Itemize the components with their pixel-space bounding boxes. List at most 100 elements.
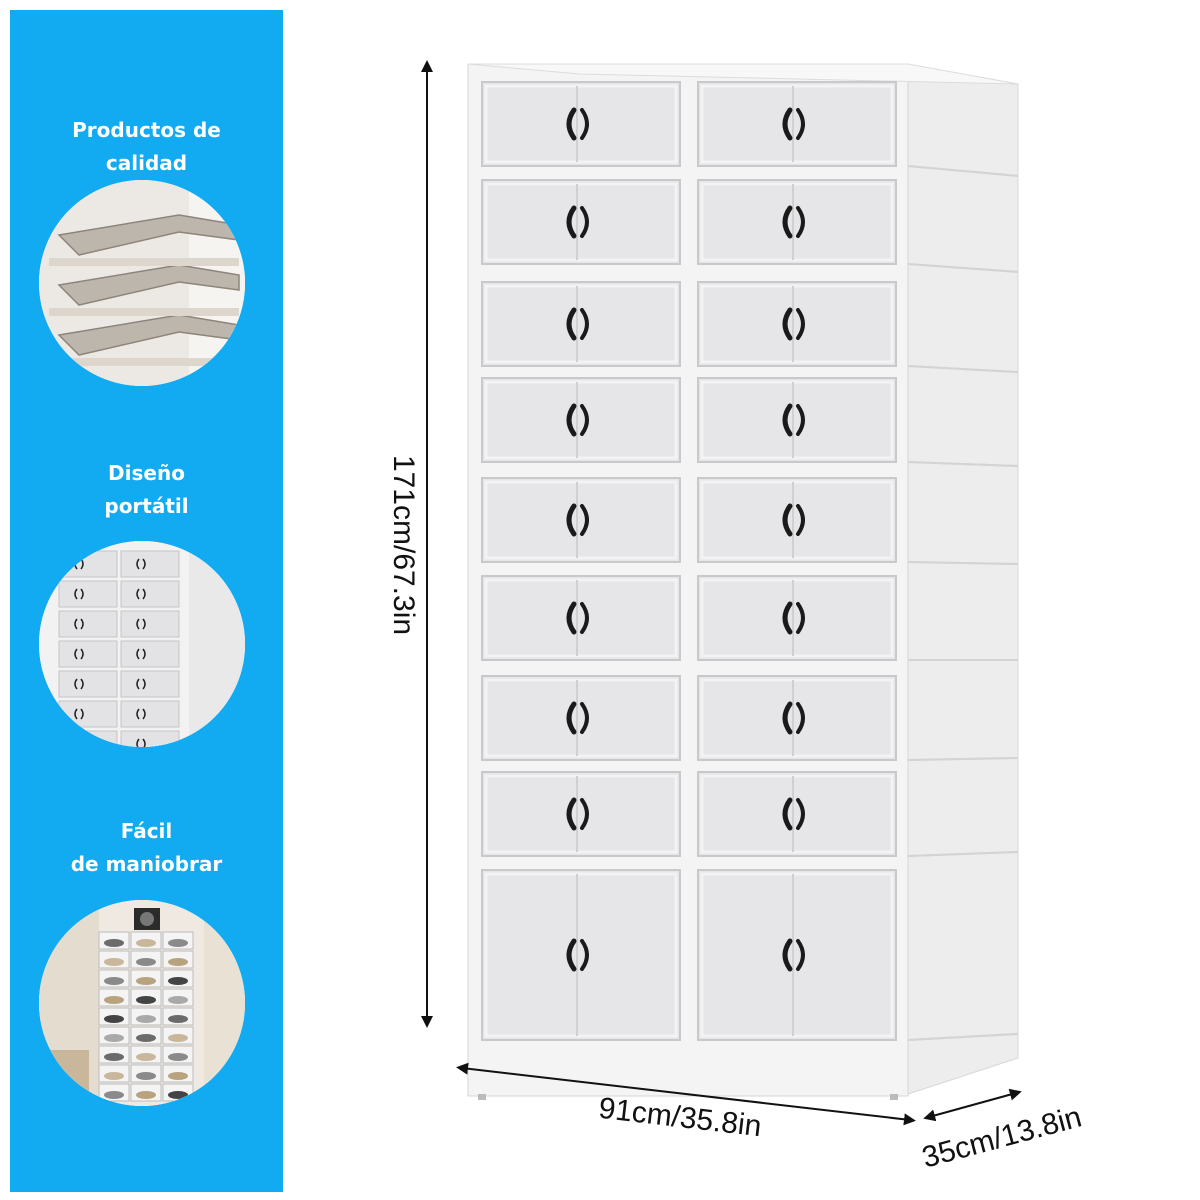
door-glass-highlight	[700, 578, 894, 658]
room-shoe	[168, 1053, 188, 1061]
room-shoe	[104, 977, 124, 985]
mini-door	[120, 640, 180, 668]
cabinet-door	[697, 575, 897, 661]
room-shoe	[136, 1015, 156, 1023]
door-handle-icon	[566, 797, 577, 831]
mini-door	[58, 550, 118, 578]
mini-handle-icon	[74, 678, 84, 690]
mini-door	[58, 610, 118, 638]
door-handle-icon	[580, 404, 589, 436]
door-glass-highlight	[484, 380, 678, 460]
feature-title-line: de maniobrar	[70, 852, 223, 876]
cabinet-door	[697, 377, 897, 463]
feature-title-line: Fácil	[120, 819, 173, 843]
mini-door	[120, 730, 180, 747]
room-shoe	[104, 1015, 124, 1023]
door-glass-highlight	[700, 284, 894, 364]
door-handle-icon	[566, 205, 577, 239]
feature-title-quality: Productos de calidad	[10, 114, 283, 180]
door-handle-icon	[782, 205, 793, 239]
room-shoe	[168, 939, 188, 947]
door-handle-icon	[580, 206, 589, 238]
mini-door	[58, 730, 118, 747]
cabinet-door	[481, 377, 681, 463]
door-handle-icon	[796, 504, 805, 536]
room-shoe	[136, 1091, 156, 1099]
side-rib	[907, 165, 1019, 177]
mini-door	[58, 700, 118, 728]
room-shoe	[136, 977, 156, 985]
mini-door	[120, 610, 180, 638]
cabinet-door	[697, 771, 897, 857]
cabinet-top-panel	[467, 63, 1019, 85]
cabinet-door	[481, 771, 681, 857]
door-handle-icon	[796, 939, 805, 971]
door-handle-icon	[796, 206, 805, 238]
cabinet-door	[481, 675, 681, 761]
door-handle-icon	[782, 503, 793, 537]
door-handle-icon	[566, 307, 577, 341]
side-rib	[907, 1033, 1019, 1041]
feature-title-easy: Fácil de maniobrar	[10, 815, 283, 881]
door-glass-highlight	[700, 380, 894, 460]
door-glass-highlight	[484, 480, 678, 560]
mini-handle-icon	[136, 738, 146, 747]
mini-door	[120, 550, 180, 578]
room-shoe	[136, 958, 156, 966]
door-glass-highlight	[484, 678, 678, 758]
cabinet-front-photo	[39, 541, 245, 747]
door-glass-highlight	[700, 872, 894, 1038]
door-handle-icon	[580, 108, 589, 140]
door-glass-highlight	[700, 480, 894, 560]
cabinet-door	[481, 477, 681, 563]
mini-handle-icon	[136, 708, 146, 720]
mini-door	[120, 580, 180, 608]
cabinet-door	[697, 179, 897, 265]
room-shoe	[104, 939, 124, 947]
door-handle-icon	[566, 938, 577, 972]
mini-handle-icon	[136, 558, 146, 570]
room-shoe	[168, 1072, 188, 1080]
cabinet-door	[481, 81, 681, 167]
mini-handle-icon	[74, 618, 84, 630]
mini-handle-icon	[74, 648, 84, 660]
room-shoe	[104, 1091, 124, 1099]
mini-door	[58, 640, 118, 668]
side-rib	[907, 561, 1019, 565]
room-shoe	[104, 1034, 124, 1042]
door-handle-icon	[566, 701, 577, 735]
door-glass-highlight	[484, 774, 678, 854]
mini-door	[120, 700, 180, 728]
door-handle-icon	[580, 702, 589, 734]
mini-handle-icon	[136, 618, 146, 630]
door-handle-icon	[566, 503, 577, 537]
mini-door	[58, 670, 118, 698]
mini-handle-icon	[74, 588, 84, 600]
door-handle-icon	[796, 798, 805, 830]
mini-handle-icon	[74, 708, 84, 720]
room-shoe	[168, 1015, 188, 1023]
side-rib	[907, 757, 1019, 761]
cabinet-side-panel	[904, 69, 1019, 1096]
mini-handle-icon	[136, 648, 146, 660]
side-rib	[907, 365, 1019, 373]
room-shoe	[104, 958, 124, 966]
room-shoe	[104, 996, 124, 1004]
door-handle-icon	[566, 107, 577, 141]
door-handle-icon	[796, 308, 805, 340]
cabinet-door	[481, 281, 681, 367]
door-handle-icon	[580, 308, 589, 340]
cabinet-door	[481, 575, 681, 661]
door-handle-icon	[566, 403, 577, 437]
cabinet-door	[697, 81, 897, 167]
door-handle-icon	[580, 939, 589, 971]
side-rib	[907, 851, 1019, 857]
door-glass-highlight	[700, 182, 894, 262]
door-handle-icon	[782, 797, 793, 831]
feature-title-line: Diseño	[108, 461, 185, 485]
cabinet-door	[697, 477, 897, 563]
room-shoe	[168, 1091, 188, 1099]
room-shoe	[136, 939, 156, 947]
door-glass-highlight	[484, 578, 678, 658]
feature-title-line: calidad	[105, 151, 188, 175]
